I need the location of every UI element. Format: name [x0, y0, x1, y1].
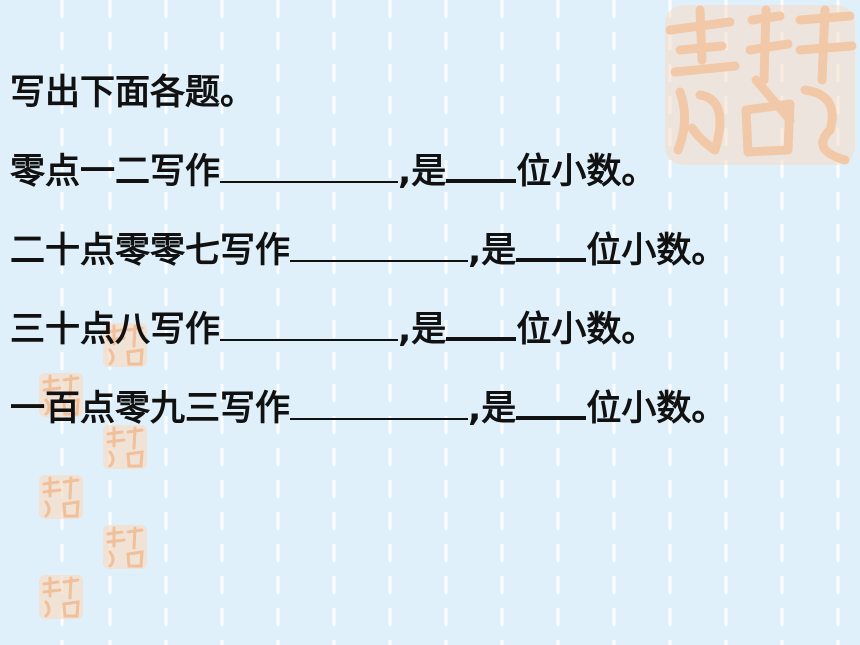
- auspicious-seal-icon: [103, 525, 147, 569]
- auspicious-seal-icon: [39, 475, 83, 519]
- problem-suffix: 位小数。: [586, 231, 727, 271]
- problem-suffix: 位小数。: [516, 152, 657, 192]
- answer-blank-decimal[interactable]: [220, 151, 399, 183]
- problem-suffix: 位小数。: [586, 389, 727, 429]
- auspicious-seal-icon: [103, 425, 147, 469]
- answer-blank-decimal[interactable]: [290, 230, 469, 262]
- answer-blank-places[interactable]: [516, 228, 587, 262]
- problem-prefix: 一百点零九三写作: [10, 389, 291, 429]
- problem-prefix: 二十点零零七写作: [10, 231, 291, 271]
- problem-suffix: 位小数。: [516, 310, 657, 350]
- answer-blank-decimal[interactable]: [220, 309, 399, 341]
- problem-middle: ,是: [468, 389, 517, 429]
- problem-row: 二十点零零七写作 ,是 位小数。: [10, 228, 850, 270]
- problem-middle: ,是: [398, 310, 447, 350]
- exercise-content: 写出下面各题。 零点一二写作,是位小数。 二十点零零七写作,是位小数。 三十点八…: [10, 74, 850, 465]
- auspicious-seal-icon: [39, 575, 83, 619]
- answer-blank-decimal[interactable]: [290, 388, 469, 420]
- problem-middle: ,是: [398, 152, 447, 192]
- problem-prefix: 零点一二写作: [10, 152, 221, 192]
- problem-middle: ,是: [468, 231, 517, 271]
- auspicious-seal-icon: [103, 323, 147, 367]
- problem-row: 零点一二写作 ,是 位小数。: [10, 149, 850, 191]
- auspicious-seal-icon: [665, 5, 857, 165]
- answer-blank-places[interactable]: [446, 307, 517, 341]
- problem-prefix: 三十点八写作: [10, 310, 221, 350]
- exercise-heading: 写出下面各题。: [10, 73, 256, 113]
- answer-blank-places[interactable]: [516, 386, 587, 420]
- problem-row: 一百点零九三写作 ,是 位小数。: [10, 386, 850, 428]
- answer-blank-places[interactable]: [446, 149, 517, 183]
- problem-row: 三十点八写作 ,是 位小数。: [10, 307, 850, 349]
- auspicious-seal-icon: [39, 373, 83, 417]
